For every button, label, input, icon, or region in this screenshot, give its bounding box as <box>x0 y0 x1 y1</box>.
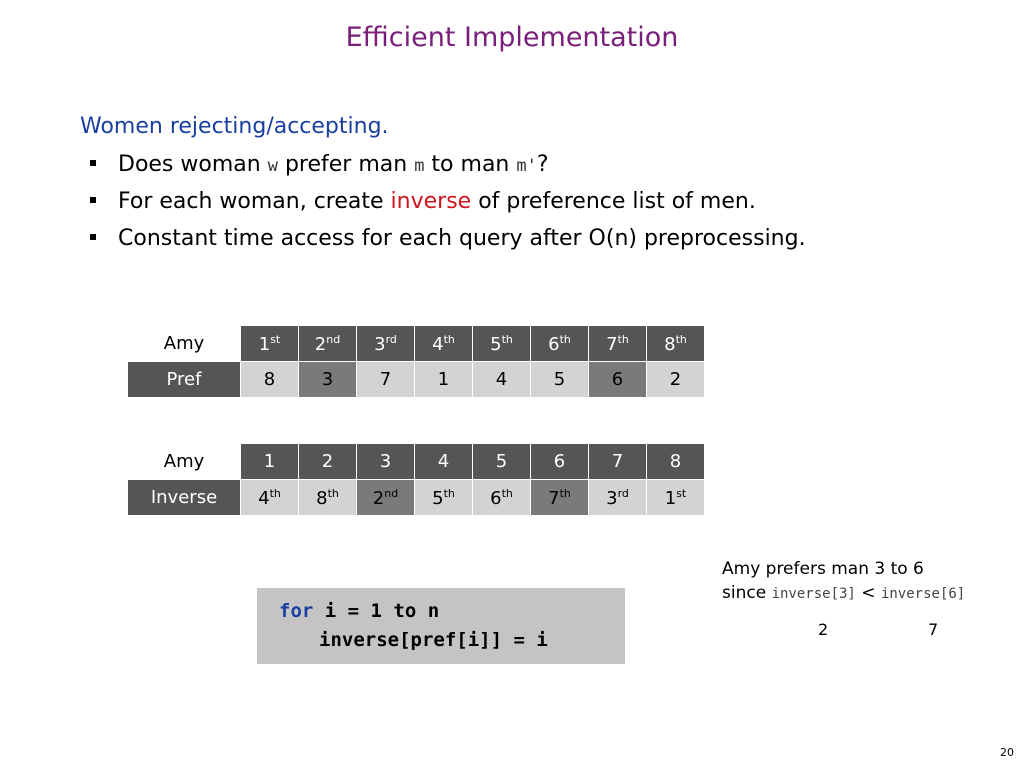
pref-value: 2 <box>646 361 705 398</box>
value-inverse-6: 7 <box>928 620 939 639</box>
man-header: 3 <box>356 443 415 480</box>
rank-header: 1st <box>240 325 299 362</box>
code-line-2: inverse[pref[i]] = i <box>319 629 548 651</box>
inverse-value: 3rd <box>588 479 647 516</box>
pref-value: 6 <box>588 361 647 398</box>
bullet-item: For each woman, create inverse of prefer… <box>90 187 806 224</box>
pref-value: 7 <box>356 361 415 398</box>
var-m: m <box>414 156 425 176</box>
page-number: 20 <box>1000 746 1014 759</box>
man-header: 2 <box>298 443 357 480</box>
bullet-icon <box>90 160 96 166</box>
keyword-for: for <box>279 600 314 622</box>
rank-header: 3rd <box>356 325 415 362</box>
pref-value: 1 <box>414 361 473 398</box>
table-row: Inverse 4th 8th 2nd 5th 6th 7th 3rd 1st <box>127 479 705 516</box>
rank-header: 6th <box>530 325 589 362</box>
man-header: 1 <box>240 443 299 480</box>
rank-header: 2nd <box>298 325 357 362</box>
inverse-value: 1st <box>646 479 705 516</box>
man-header: 8 <box>646 443 705 480</box>
slide-title: Efficient Implementation <box>345 22 679 53</box>
code-block: for i = 1 to n inverse[pref[i]] = i <box>257 588 625 664</box>
example-note: Amy prefers man 3 to 6 since inverse[3] … <box>722 557 965 606</box>
note-line-1: Amy prefers man 3 to 6 <box>722 559 924 579</box>
rank-header: 4th <box>414 325 473 362</box>
expr-inverse-6: inverse[6] <box>880 586 966 602</box>
rank-header: 8th <box>646 325 705 362</box>
man-header: 5 <box>472 443 531 480</box>
inverse-value: 8th <box>298 479 357 516</box>
inverse-highlight: inverse <box>390 189 472 214</box>
section-heading: Women rejecting/accepting. <box>80 114 389 139</box>
row-label: Inverse <box>127 479 241 516</box>
inverse-value: 6th <box>472 479 531 516</box>
inverse-value: 5th <box>414 479 473 516</box>
bullet-item: Constant time access for each query afte… <box>90 224 806 261</box>
rank-header: 5th <box>472 325 531 362</box>
bullet-icon <box>90 197 96 203</box>
man-header: 7 <box>588 443 647 480</box>
pref-value: 4 <box>472 361 531 398</box>
rank-header: 7th <box>588 325 647 362</box>
table-row: Amy 1st 2nd 3rd 4th 5th 6th 7th 8th <box>127 325 705 362</box>
var-w: w <box>267 156 278 176</box>
pref-value: 3 <box>298 361 357 398</box>
inverse-table: Amy 1 2 3 4 5 6 7 8 Inverse 4th 8th 2nd … <box>127 443 705 516</box>
value-inverse-3: 2 <box>818 620 829 639</box>
pref-table: Amy 1st 2nd 3rd 4th 5th 6th 7th 8th Pref… <box>127 325 705 398</box>
table-name-cell: Amy <box>127 325 241 362</box>
less-than: < <box>855 583 881 603</box>
table-row: Amy 1 2 3 4 5 6 7 8 <box>127 443 705 480</box>
table-name-cell: Amy <box>127 443 241 480</box>
man-header: 6 <box>530 443 589 480</box>
expr-inverse-3: inverse[3] <box>771 586 856 602</box>
code-line-1: for i = 1 to n <box>279 600 440 622</box>
bullet-item: Does woman w prefer man m to man m'? <box>90 150 806 187</box>
inverse-value: 4th <box>240 479 299 516</box>
row-label: Pref <box>127 361 241 398</box>
pref-value: 8 <box>240 361 299 398</box>
table-row: Pref 8 3 7 1 4 5 6 2 <box>127 361 705 398</box>
inverse-value: 2nd <box>356 479 415 516</box>
pref-value: 5 <box>530 361 589 398</box>
var-m-prime: m' <box>516 156 537 176</box>
bullet-icon <box>90 234 96 240</box>
bullet-list: Does woman w prefer man m to man m'? For… <box>90 150 806 261</box>
inverse-value: 7th <box>530 479 589 516</box>
note-line-2: since inverse[3] < inverse[6] <box>722 583 966 603</box>
man-header: 4 <box>414 443 473 480</box>
